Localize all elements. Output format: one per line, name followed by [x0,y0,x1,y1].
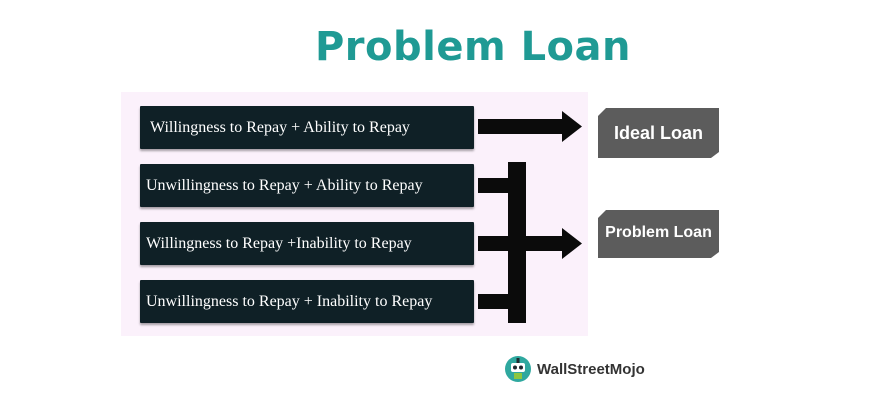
condition-label: Unwillingness to Repay + Ability to Repa… [146,177,423,194]
arrow-to-ideal-loan [478,111,582,142]
outcome-problem-loan: Problem Loan [598,210,719,258]
condition-label: Unwillingness to Repay + Inability to Re… [146,293,433,310]
arrow-to-problem-loan [524,228,582,259]
bracket-connector [478,162,526,323]
brand-watermark: WallStreetMojo [504,355,645,383]
page-title: Problem Loan [314,24,632,70]
outcome-ideal-loan: Ideal Loan [598,108,719,158]
brand-name: WallStreetMojo [537,360,645,378]
wallstreetmojo-logo-icon [505,356,531,382]
condition-box-unwilling-unable: Unwillingness to Repay + Inability to Re… [140,280,474,323]
condition-box-willing-unable: Willingness to Repay +Inability to Repay [140,222,474,265]
condition-box-willing-able: Willingness to Repay + Ability to Repay [140,106,474,149]
condition-label: Willingness to Repay +Inability to Repay [146,235,412,252]
condition-label: Willingness to Repay + Ability to Repay [150,119,410,136]
condition-box-unwilling-able: Unwillingness to Repay + Ability to Repa… [140,164,474,207]
